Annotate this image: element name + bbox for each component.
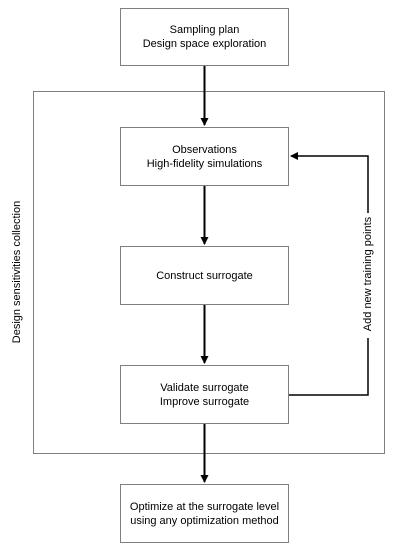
sampling-plan-box: Sampling plan Design space exploration (120, 8, 289, 66)
feedback-label: Add new training points (362, 216, 374, 332)
optimize-box: Optimize at the surrogate level using an… (120, 484, 289, 543)
observations-line2: High-fidelity simulations (146, 157, 263, 170)
feedback-arrow (289, 152, 369, 396)
validate-surrogate-line2: Improve surrogate (159, 395, 250, 408)
observations-box: Observations High-fidelity simulations (120, 127, 289, 186)
outer-loop-label: Design sensitivities collection (11, 200, 23, 344)
sampling-plan-line1: Sampling plan (169, 24, 240, 36)
observations-line1: Observations (172, 143, 237, 156)
construct-surrogate-box: Construct surrogate (120, 246, 289, 305)
validate-surrogate-line1: Validate surrogate (160, 381, 249, 394)
optimize-line1: Optimize at the surrogate level (129, 500, 280, 513)
sampling-plan-line2: Design space exploration (142, 38, 267, 50)
construct-surrogate-line1: Construct surrogate (156, 269, 253, 282)
design-loop-frame (33, 91, 385, 454)
feedback-label-gap (360, 213, 376, 338)
optimize-line2: using any optimization method (130, 514, 279, 527)
validate-surrogate-box: Validate surrogate Improve surrogate (120, 365, 289, 424)
